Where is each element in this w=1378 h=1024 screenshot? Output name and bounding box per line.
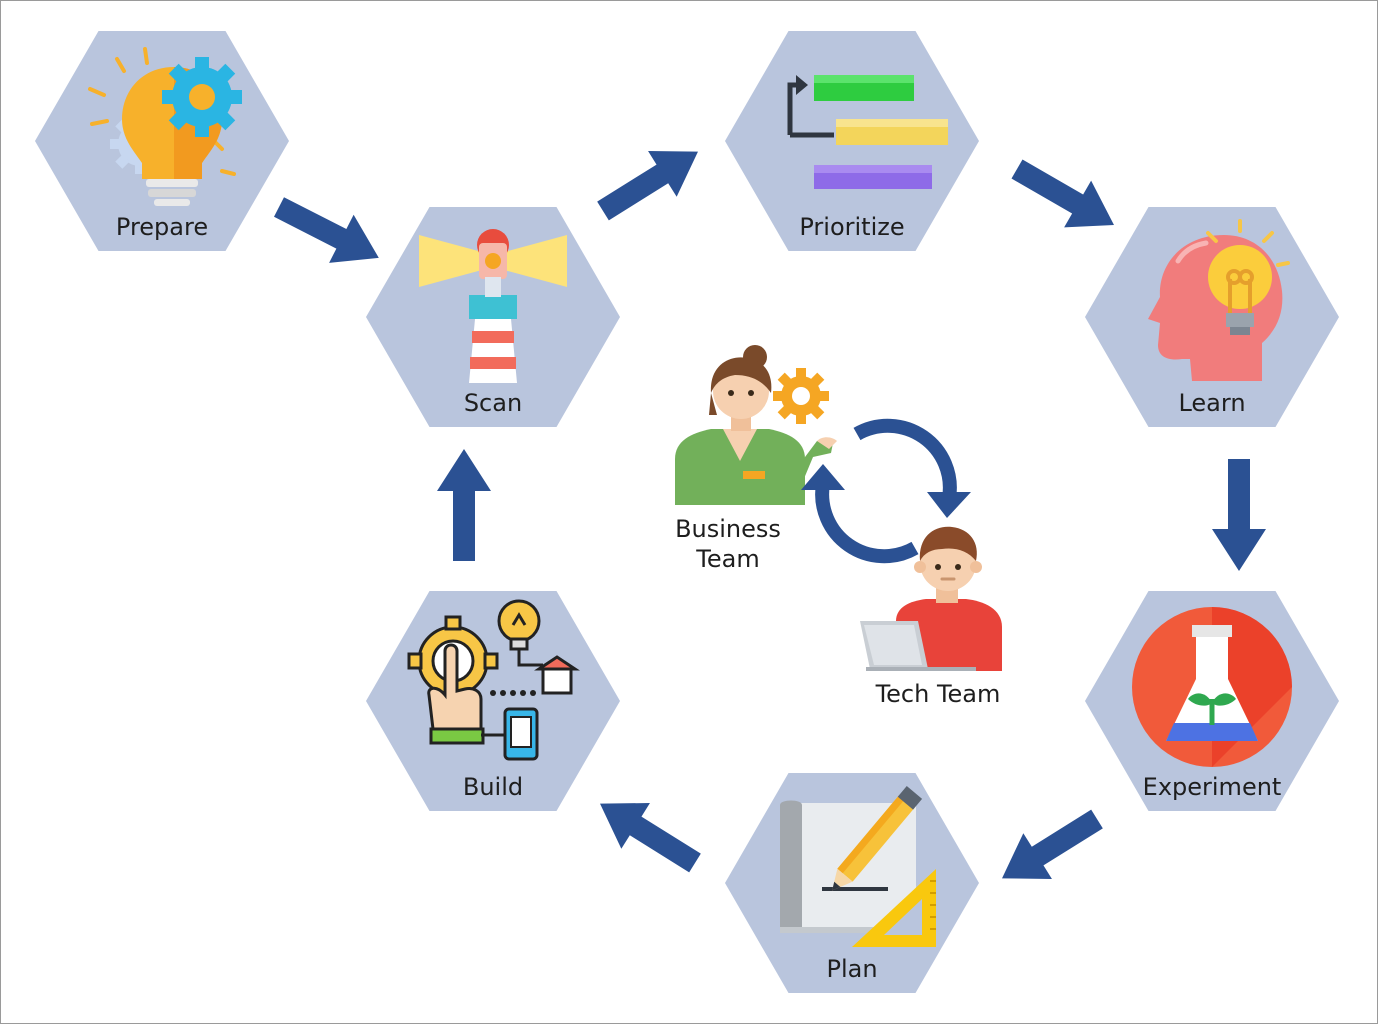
arrow-prepare-to-scan	[266, 182, 392, 282]
arrow-build-to-scan	[437, 449, 491, 561]
arrow-experiment-to-plan	[987, 796, 1112, 902]
cycle-arrows-icon	[801, 418, 971, 564]
arrow-prioritize-to-learn	[1003, 145, 1128, 249]
priority-bars-icon	[787, 75, 948, 189]
stage-label: Prepare	[115, 213, 209, 241]
business-team-label-line1: Business	[675, 515, 781, 543]
hand-gear-devices-icon	[407, 599, 580, 761]
stage-label: Plan	[826, 955, 878, 983]
tech-team-label: Tech Team	[875, 680, 1001, 708]
stage-label: Prioritize	[799, 213, 905, 241]
stage-scan: Scan	[366, 207, 620, 427]
business-woman-icon	[675, 345, 837, 505]
stage-build: Build	[366, 591, 620, 811]
stage-prepare: Prepare	[35, 31, 289, 251]
stage-plan: Plan	[725, 773, 979, 993]
stage-label: Scan	[463, 389, 523, 417]
head-lightbulb-icon	[1148, 219, 1290, 381]
arrow-scan-to-prioritize	[588, 128, 713, 234]
arrow-plan-to-build	[585, 780, 710, 886]
lightbulb-gears-icon	[88, 47, 242, 206]
stage-learn: Learn	[1085, 207, 1339, 427]
business-team-label: Business Team	[653, 514, 803, 574]
lighthouse-icon	[419, 229, 567, 383]
stage-label: Experiment	[1142, 773, 1282, 801]
stage-label: Build	[462, 773, 524, 801]
stage-prioritize: Prioritize	[725, 31, 979, 251]
business-team-label-line2: Team	[696, 545, 760, 573]
arrow-learn-to-experiment	[1212, 459, 1266, 571]
blueprint-pencil-icon	[780, 786, 936, 947]
stage-experiment: Experiment	[1085, 591, 1339, 811]
flask-sprout-icon	[1132, 607, 1292, 767]
tech-man-icon	[860, 526, 1002, 671]
stage-label: Learn	[1178, 389, 1246, 417]
